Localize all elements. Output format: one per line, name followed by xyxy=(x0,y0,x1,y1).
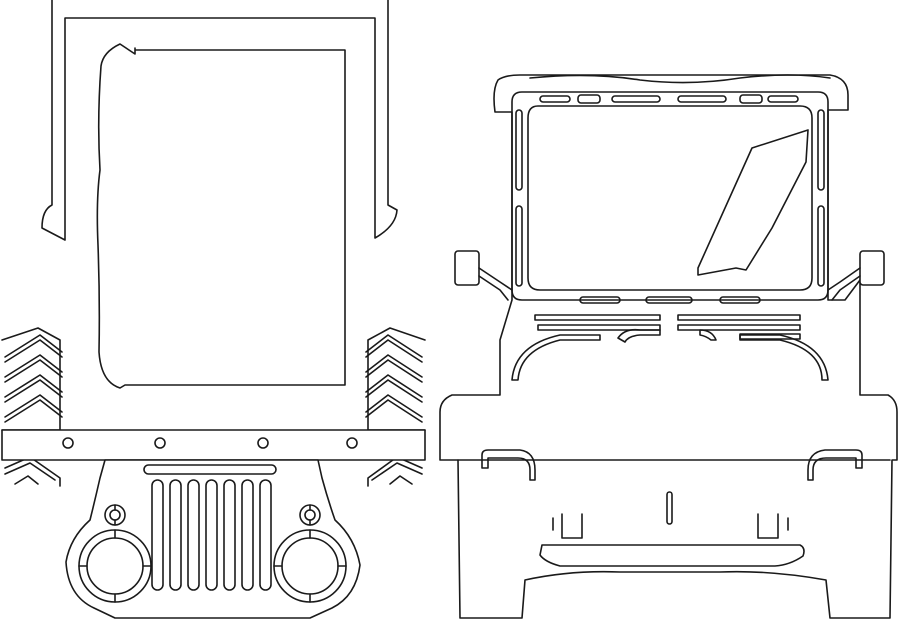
roll-bar-arch xyxy=(41,0,398,241)
left-mirror-icon xyxy=(454,250,513,301)
left-fender-arch xyxy=(511,334,601,381)
bumper-bar xyxy=(1,429,426,461)
windshield-frame xyxy=(511,91,829,301)
windshield-bottom-slots xyxy=(579,296,761,304)
windshield-glass xyxy=(527,105,813,291)
front-bumper-curve xyxy=(539,544,805,567)
right-wheel-well xyxy=(807,449,863,481)
right-tow-hook xyxy=(757,513,789,539)
bumper-hole-1 xyxy=(62,437,74,449)
windshield-side-slots xyxy=(515,109,825,287)
left-turn-signal-icon xyxy=(104,504,126,526)
photo-window xyxy=(96,43,346,389)
grille-slots xyxy=(151,479,272,591)
left-wheel-well xyxy=(481,449,536,481)
bumper-hole-3 xyxy=(257,437,269,449)
right-tire-tread xyxy=(365,327,426,487)
right-turn-signal-icon xyxy=(299,504,321,526)
right-fender-arch xyxy=(739,334,829,381)
roof-edge xyxy=(529,74,831,84)
wiper-blade xyxy=(697,129,809,276)
center-hook-slot xyxy=(666,491,673,525)
left-headlight-icon xyxy=(78,529,152,603)
jeep-front-grille-frame-icon xyxy=(1,0,426,619)
right-mirror-icon xyxy=(827,250,885,301)
body-outline xyxy=(439,74,898,619)
bumper-hole-2 xyxy=(154,437,166,449)
left-tow-hook xyxy=(552,513,583,539)
jeep-body-front-icon xyxy=(439,74,898,619)
left-tire-tread xyxy=(1,327,63,487)
hood-slot xyxy=(143,464,277,475)
right-headlight-icon xyxy=(273,529,347,603)
bumper-hole-4 xyxy=(346,437,358,449)
windshield-top-slots xyxy=(539,94,799,104)
